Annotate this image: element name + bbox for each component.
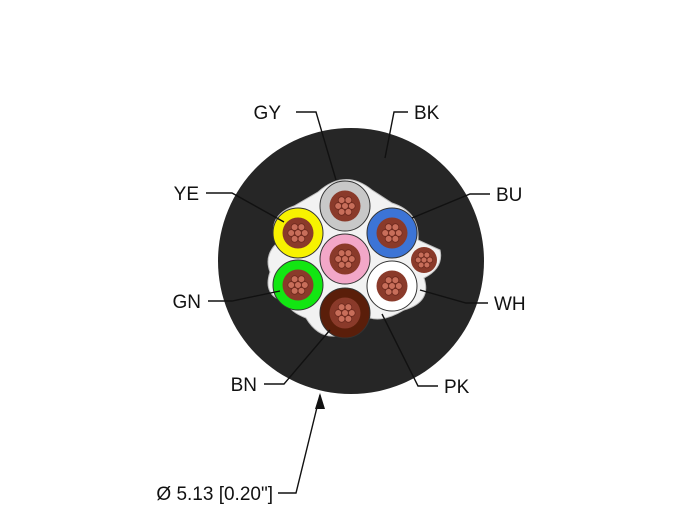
core-green-strand — [287, 281, 296, 289]
core-yellow-strand — [287, 229, 296, 237]
core-pink-strand — [334, 255, 343, 263]
core-white-strand — [384, 276, 393, 284]
leader-line-gn — [208, 290, 281, 302]
drain-wire-strand — [423, 251, 431, 259]
core-brown-strand — [337, 303, 346, 311]
core-gray-strand — [344, 196, 353, 204]
core-gray-strand — [347, 202, 356, 210]
leader-line-ye — [206, 192, 285, 223]
core-white — [366, 260, 418, 312]
label-pk: PK — [444, 377, 470, 398]
core-yellow-strand — [297, 223, 306, 231]
core-gray-strand — [334, 202, 343, 210]
leader-line-gy — [296, 111, 337, 181]
core-brown-strand — [337, 315, 346, 323]
drain-wire-strand — [423, 261, 431, 269]
diameter-leader-line — [278, 394, 321, 494]
core-blue-strand — [384, 235, 393, 243]
drain-wire-strand — [417, 251, 425, 259]
core-pink-strand — [337, 261, 346, 269]
wire-cores — [272, 180, 437, 339]
core-white-strand — [391, 288, 400, 296]
core-blue-strand — [391, 223, 400, 231]
core-blue-strand — [394, 229, 403, 237]
core-green-strand — [290, 287, 299, 295]
core-gray-strand — [337, 196, 346, 204]
label-wh: WH — [494, 294, 526, 315]
label-ye: YE — [174, 184, 199, 205]
drain-wire-strand — [417, 261, 425, 269]
core-pink-strand — [344, 249, 353, 257]
diameter-label: Ø 5.13 [0.20"] — [156, 484, 273, 505]
leader-line-bu — [411, 193, 490, 219]
core-blue-strand — [384, 223, 393, 231]
core-brown-strand — [334, 309, 343, 317]
core-yellow-strand — [300, 229, 309, 237]
core-gray-strand — [337, 208, 346, 216]
drain-wire-strand — [426, 256, 434, 264]
core-gray — [319, 180, 371, 232]
core-green-strand — [290, 275, 299, 283]
core-pink — [319, 233, 371, 285]
core-white-strand — [381, 282, 390, 290]
core-gray-strand — [344, 208, 353, 216]
core-green-strand — [300, 281, 309, 289]
leader-line-bk — [384, 111, 408, 159]
core-pink-strand — [344, 261, 353, 269]
core-blue-strand — [391, 235, 400, 243]
core-yellow-strand — [297, 235, 306, 243]
core-pink-strand — [337, 249, 346, 257]
core-blue — [366, 207, 418, 259]
core-pink-strand — [347, 255, 356, 263]
core-white-strand — [391, 276, 400, 284]
core-blue-strand — [381, 229, 390, 237]
core-brown — [319, 287, 371, 339]
label-bn: BN — [231, 375, 257, 396]
core-brown-strand — [344, 303, 353, 311]
label-bu: BU — [496, 185, 522, 206]
core-yellow-strand — [290, 223, 299, 231]
drain-wire-bundle — [411, 247, 437, 273]
core-green-strand — [297, 287, 306, 295]
leader-lines — [206, 111, 490, 494]
core-yellow-strand — [290, 235, 299, 243]
core-green-strand — [297, 275, 306, 283]
diameter-arrowhead — [315, 393, 325, 409]
label-bk: BK — [414, 103, 440, 124]
core-white-strand — [394, 282, 403, 290]
leader-line-pk — [381, 313, 438, 387]
core-brown-strand — [344, 315, 353, 323]
leader-line-wh — [419, 289, 488, 304]
core-brown-strand — [347, 309, 356, 317]
core-green — [272, 259, 324, 311]
core-yellow — [272, 207, 324, 259]
leader-line-bn — [264, 329, 331, 385]
drain-wire-strand — [414, 256, 422, 264]
label-gy: GY — [254, 103, 282, 124]
label-gn: GN — [173, 292, 202, 313]
core-white-strand — [384, 288, 393, 296]
